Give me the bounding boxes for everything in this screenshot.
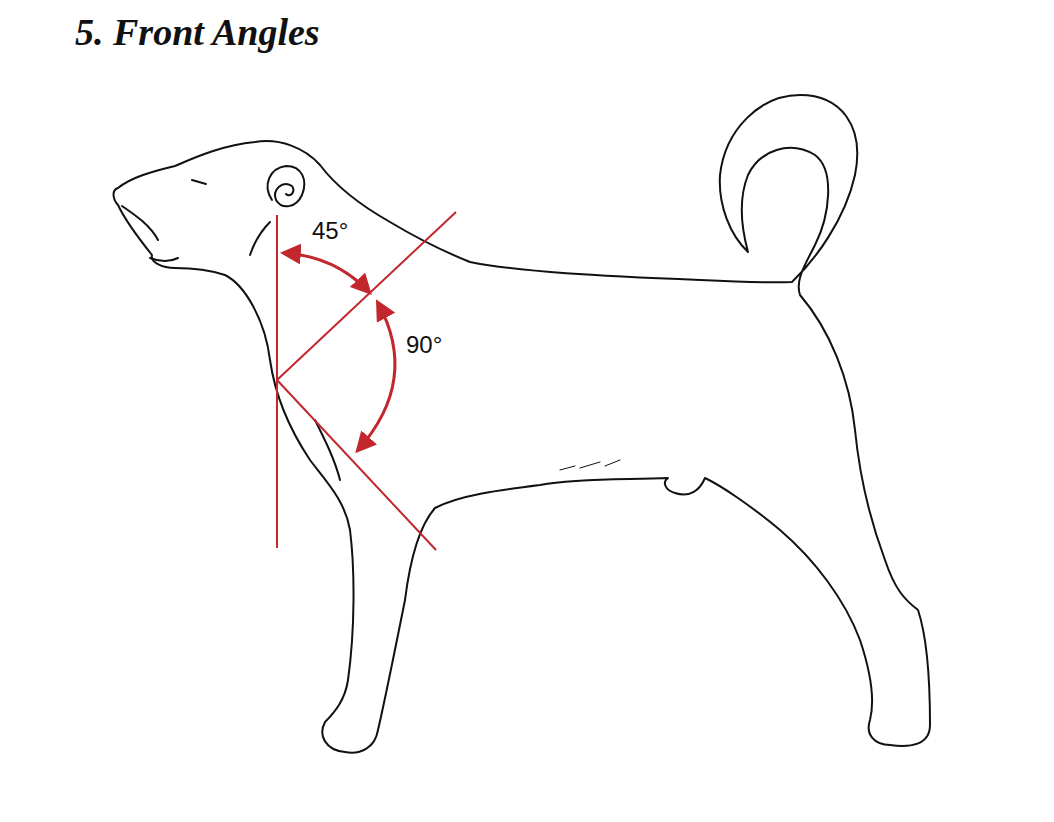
dog-mouth bbox=[122, 206, 178, 261]
upper-arm-line bbox=[277, 380, 436, 550]
page-title: 5. Front Angles bbox=[75, 10, 320, 54]
dog-shoulder bbox=[315, 420, 340, 480]
dog-outline bbox=[114, 95, 931, 753]
angle-arc bbox=[284, 253, 369, 292]
shoulder-line bbox=[277, 212, 456, 380]
dog-cheek bbox=[250, 222, 270, 255]
angle-arc bbox=[358, 303, 395, 450]
angle-label: 45° bbox=[310, 217, 350, 245]
angle-label: 90° bbox=[404, 331, 444, 359]
dog-fur bbox=[560, 460, 620, 470]
dog-ear bbox=[268, 166, 305, 206]
dog-eye bbox=[192, 180, 206, 184]
